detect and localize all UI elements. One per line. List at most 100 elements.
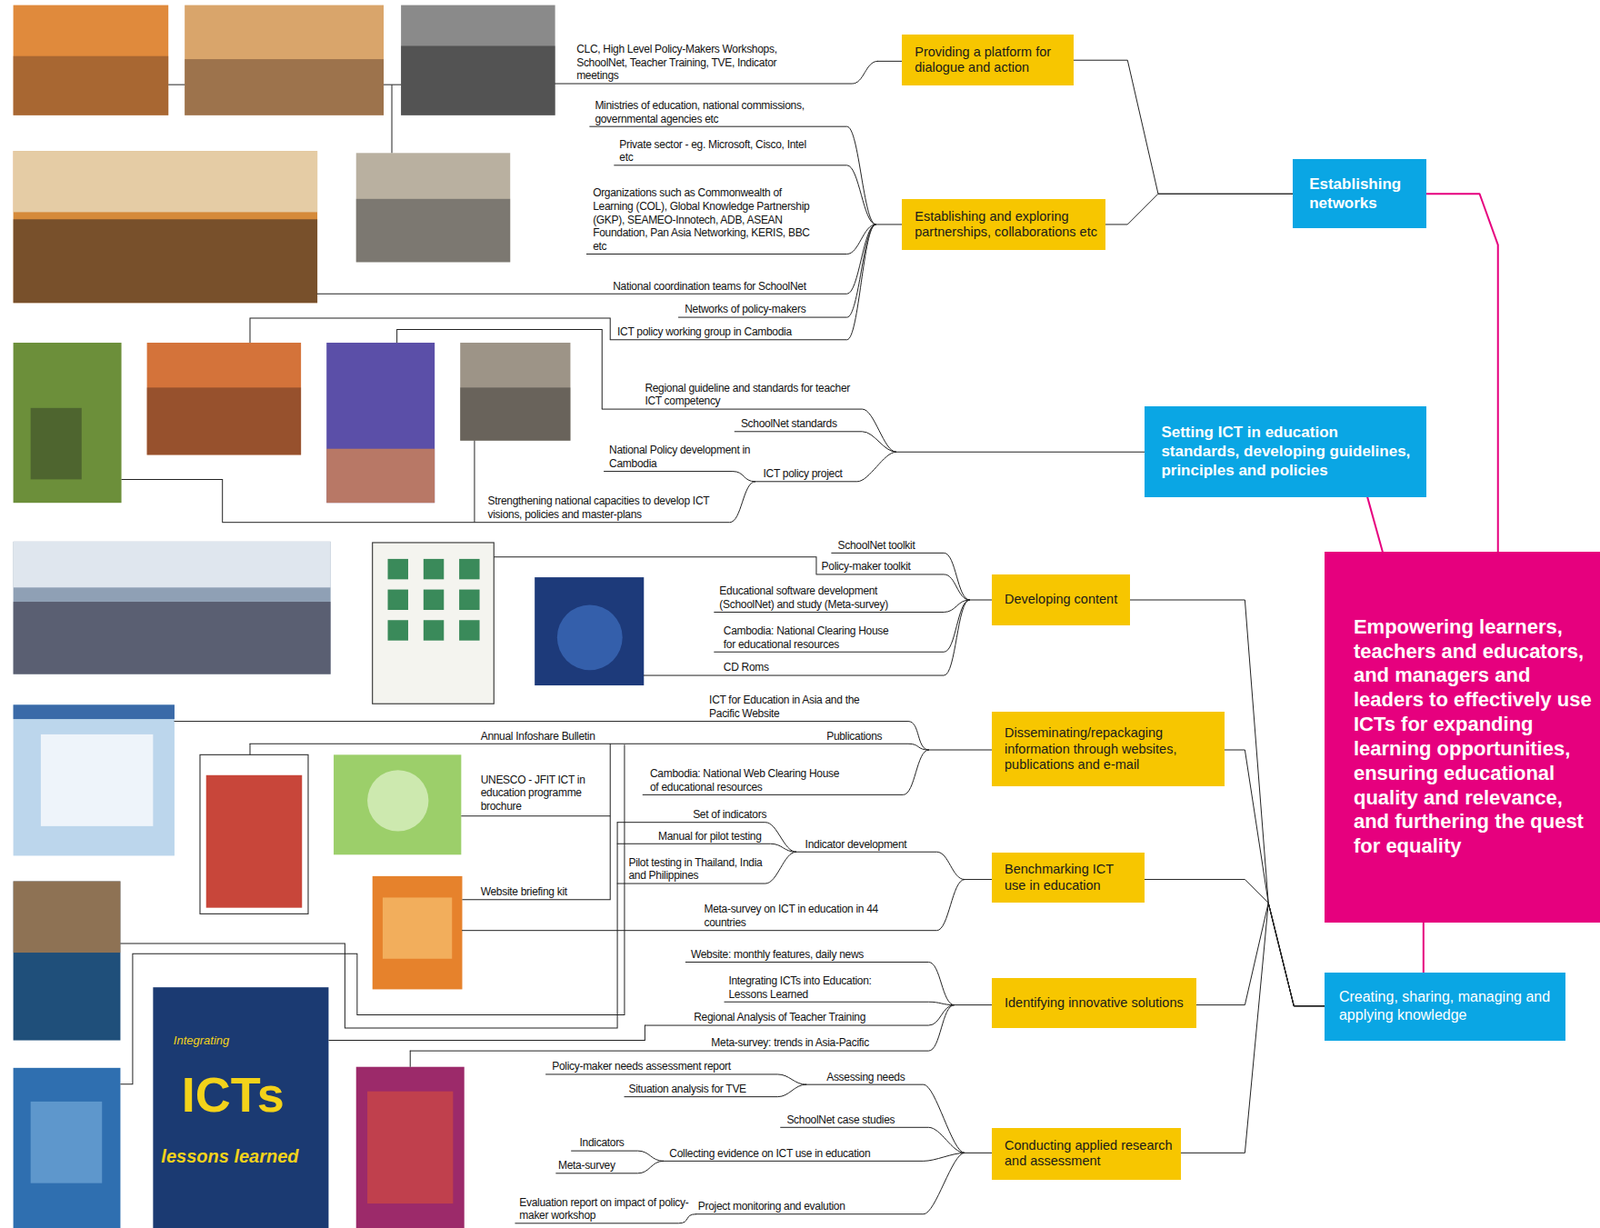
box-text: Establishing networks (1309, 174, 1418, 214)
icon (423, 559, 444, 580)
box-text: Disseminating/repackaging information th… (1004, 725, 1218, 773)
photo (400, 5, 555, 116)
leaf-label: UNESCO - JFIT ICT in education programme… (480, 773, 601, 814)
leaf-label: Publications (826, 730, 909, 744)
leaf-label: Meta-survey on ICT in education in 44 co… (703, 902, 898, 930)
leaf-label: Cambodia: National Web Clearing House of… (650, 767, 844, 794)
book-cover (534, 577, 644, 686)
book-cover-art (30, 1101, 103, 1184)
photo (13, 5, 170, 116)
photo-people (13, 219, 318, 303)
leaf-label: ICT policy project (763, 467, 861, 481)
leaf-label: SchoolNet standards (740, 417, 859, 431)
leaf-label: Annual Infoshare Bulletin (480, 730, 624, 744)
cover-globe (557, 604, 623, 670)
book-cover (200, 754, 309, 914)
cover-title: lessons learned (160, 1145, 327, 1168)
connector (1426, 193, 1499, 552)
box-text: Creating, sharing, managing and applying… (1339, 988, 1557, 1025)
book-cover-band (326, 449, 435, 503)
photo-group (13, 5, 645, 1228)
box-text: Setting ICT in education standards, deve… (1160, 422, 1418, 481)
leaf-label: Meta-survey (558, 1159, 630, 1173)
leader-line (610, 224, 876, 340)
book-cover (356, 1067, 465, 1228)
leaf-label: Indicators (580, 1136, 641, 1150)
briefing-kit-art (382, 897, 452, 959)
website-panel (40, 734, 153, 827)
leader-line (877, 60, 902, 62)
connector (1105, 193, 1294, 225)
strategy-box: Establishing networks (1292, 159, 1427, 229)
leaf-label: Private sector - eg. Microsoft, Cisco, I… (619, 138, 813, 165)
leaf-label: CD Roms (723, 660, 806, 675)
leader-line (644, 1005, 954, 1026)
website-screenshot (13, 704, 175, 856)
leaf-label: Strengthening national capacities to dev… (488, 494, 733, 521)
activity-box: Identifying innovative solutions (991, 978, 1196, 1029)
briefing-kit (372, 876, 463, 990)
photo (460, 342, 570, 441)
leader-line (755, 451, 897, 482)
activity-box: Developing content (991, 574, 1130, 626)
icon (423, 590, 444, 610)
leaf-label: Meta-survey: trends in Asia-Pacific (710, 1036, 905, 1050)
book-cover-art (367, 1091, 453, 1204)
leader-line (896, 451, 1146, 453)
box-text: Benchmarking ICT use in education (1004, 861, 1138, 894)
leader-line (964, 1152, 992, 1154)
brochure (333, 754, 461, 855)
photo (147, 342, 301, 455)
leaf-label: SchoolNet case studies (786, 1113, 914, 1128)
activity-box: Disseminating/repackaging information th… (991, 711, 1225, 787)
leader-line (964, 879, 992, 880)
leaf-label: Assessing needs (826, 1070, 919, 1085)
leader-line (696, 1152, 965, 1214)
icon (459, 590, 480, 610)
leader-line (460, 815, 610, 817)
leaf-label: Networks of policy-makers (684, 302, 828, 317)
connector (1130, 600, 1325, 1007)
leader-line (120, 821, 618, 1029)
leader-line (617, 851, 796, 884)
leader-line (603, 471, 755, 482)
photo-people (13, 601, 331, 675)
activity-box: Benchmarking ICT use in education (991, 852, 1145, 903)
leaf-label: National Policy development in Cambodia (609, 443, 752, 470)
leader-line (724, 1001, 955, 1005)
activity-box: Providing a platform for dialogue and ac… (901, 34, 1074, 86)
book-cover-art (206, 775, 303, 909)
leaf-label: ICT for Education in Asia and the Pacifi… (709, 693, 883, 720)
leaf-label: Website briefing kit (480, 885, 589, 900)
photo-person (30, 408, 82, 480)
activity-box: Establishing and exploring partnerships,… (901, 199, 1105, 250)
leader-line (120, 744, 624, 1085)
photo-people (13, 56, 170, 116)
leader-line (328, 1025, 645, 1041)
leader-line (685, 961, 954, 1005)
brochure-art (367, 770, 429, 831)
photo (13, 342, 122, 503)
leader-line (250, 743, 251, 755)
connector (1073, 60, 1293, 194)
photo-people (460, 387, 570, 440)
icon (459, 559, 480, 580)
leader-line (617, 843, 796, 852)
icon (423, 620, 444, 640)
leaf-label: Organizations such as Commonwealth of Le… (592, 186, 812, 253)
leaf-label: Evaluation report on impact of policy-ma… (519, 1196, 693, 1223)
book-cover-art (13, 880, 121, 953)
box-text: Providing a platform for dialogue and ac… (914, 44, 1067, 77)
leaf-label: Policy-maker needs assessment report (551, 1060, 756, 1074)
cover-title: Integrating (173, 1033, 317, 1049)
photo-banner (13, 541, 331, 588)
icon (388, 559, 409, 580)
photo-banner (13, 150, 318, 212)
photo-people (184, 59, 384, 116)
leaf-label: Manual for pilot testing (658, 830, 781, 844)
leader-line (617, 822, 796, 853)
photo-people (147, 387, 301, 455)
leaf-label: Regional guideline and standards for tea… (644, 381, 860, 409)
icon (388, 620, 409, 640)
leader-line (391, 84, 393, 153)
